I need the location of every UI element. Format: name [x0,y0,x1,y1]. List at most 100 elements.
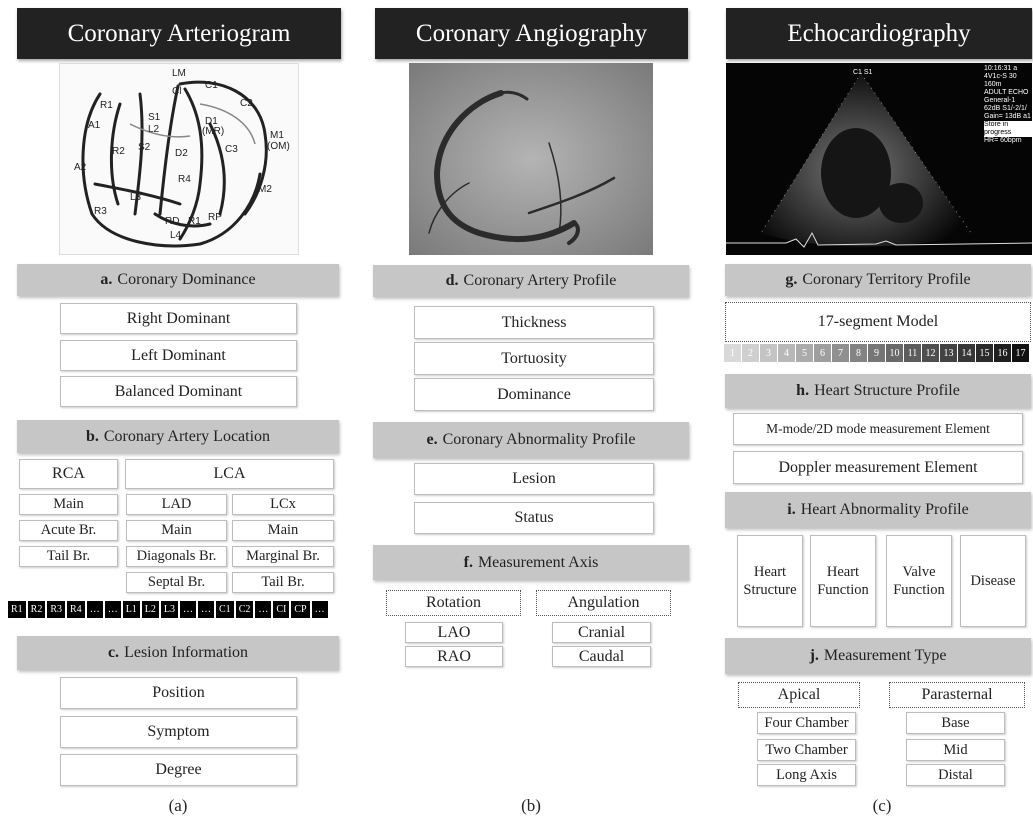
segment-label: R3 [47,601,65,618]
tortuosity-item: Tortuosity [414,342,654,375]
segment-label-strip: R1 R2 R3 R4 … … L1 L2 L3 … … C1 C2 … CI … [8,601,353,618]
diagram-label: L3 [130,192,141,203]
seventeen-segment-model: 17-segment Model [725,302,1031,342]
lao-item: LAO [405,622,503,643]
panel-c-title: Echocardiography [726,8,1032,59]
panel-a-title: Coronary Arteriogram [17,8,341,59]
right-dominant-item: Right Dominant [60,303,297,334]
segment-number-strip: 1 2 3 4 5 6 7 8 9 10 11 12 13 14 15 16 1… [724,344,1032,362]
segment-number: 14 [958,344,975,362]
rca-main-item: Main [19,494,118,515]
diagram-label: A2 [74,162,86,173]
thickness-item: Thickness [414,306,654,339]
diagram-label: C2 [240,98,253,109]
lcx-tail-item: Tail Br. [232,572,334,593]
caption-c: (c) [862,796,902,816]
segment-label: CI [273,601,289,618]
section-d-header: d.Coronary Artery Profile [373,265,689,297]
segment-number: 3 [760,344,777,362]
segment-number: 2 [742,344,759,362]
segment-label: L1 [123,601,140,618]
diagram-label: R2 [112,146,125,157]
segment-label: CP [291,601,309,618]
segment-number: 8 [850,344,867,362]
lcx-main-item: Main [232,520,334,541]
lca-label: LCA [125,459,334,489]
diagram-label: (MR) [202,126,224,137]
rca-acute-item: Acute Br. [19,520,118,541]
section-f-header: f.Measurement Axis [373,545,689,580]
diagram-label: R1 [100,100,113,111]
diagram-label: L4 [170,230,181,241]
segment-label: … [198,601,214,618]
diagram-label: D2 [175,148,188,159]
echocardiography-image: 10:16:31 a 4V1c-S 30 160m ADULT ECHO Gen… [726,63,1032,255]
segment-label: … [180,601,196,618]
lcx-label: LCx [232,494,334,515]
heart-function-item: HeartFunction [810,535,876,627]
angulation-label: Angulation [536,590,671,616]
distal-item: Distal [906,764,1005,786]
segment-label: C1 [216,601,234,618]
caption-a: (a) [158,796,198,816]
cranial-item: Cranial [552,622,651,643]
segment-label: R2 [28,601,46,618]
base-item: Base [906,712,1005,734]
section-e-header: e.Coronary Abnormality Profile [373,422,689,458]
diagram-label: C1 [205,80,218,91]
rca-tail-item: Tail Br. [19,546,118,567]
segment-label: R4 [67,601,85,618]
diagram-label: M2 [258,184,272,195]
long-axis-item: Long Axis [757,764,856,786]
position-item: Position [60,677,297,709]
status-item: Status [414,502,654,534]
caption-b: (b) [511,796,551,816]
rca-label: RCA [19,459,118,489]
segment-number: 11 [904,344,921,362]
degree-item: Degree [60,754,297,786]
section-c-header: c.Lesion Information [17,636,339,670]
parasternal-label: Parasternal [889,682,1025,708]
segment-number: 13 [940,344,957,362]
segment-number: 17 [1012,344,1029,362]
section-i-header: i.Heart Abnormality Profile [725,492,1031,528]
doppler-measurement-item: Doppler measurement Element [733,451,1023,484]
segment-number: 7 [832,344,849,362]
segment-number: 10 [886,344,903,362]
diagram-label: A1 [88,120,100,131]
segment-number: 15 [976,344,993,362]
diagram-label: Cl [172,86,181,97]
angiography-drawing [409,63,653,255]
segment-label: R1 [8,601,26,618]
four-chamber-item: Four Chamber [757,712,856,734]
segment-number: 4 [778,344,795,362]
caudal-item: Caudal [552,646,651,667]
section-a-header: a.Coronary Dominance [17,264,339,296]
segment-label: C2 [236,601,254,618]
two-chamber-item: Two Chamber [757,739,856,761]
segment-label: L3 [161,601,178,618]
lad-diagonals-item: Diagonals Br. [126,546,227,567]
diagram-label: R1 [188,216,201,227]
segment-label: … [105,601,121,618]
segment-number: 6 [814,344,831,362]
section-h-header: h.Heart Structure Profile [725,374,1031,408]
balanced-dominant-item: Balanced Dominant [60,376,297,407]
lad-main-item: Main [126,520,227,541]
symptom-item: Symptom [60,716,297,748]
angiography-image [409,63,653,255]
disease-item: Disease [960,535,1026,627]
section-b-header: b.Coronary Artery Location [17,420,339,453]
echo-label: C1 S1 [853,69,872,76]
diagram-label: R4 [178,174,191,185]
segment-number: 12 [922,344,939,362]
coronary-arteriogram-diagram: LM C1 Cl C2 R1 A1 S1 L2 D1 (MR) M1 (OM) … [59,63,299,255]
lad-label: LAD [126,494,227,515]
rao-item: RAO [405,646,503,667]
diagram-label: C3 [225,144,238,155]
diagram-label: (OM) [267,141,290,152]
segment-number: 1 [724,344,741,362]
diagram-label: R3 [94,206,107,217]
diagram-label: M1 [270,130,284,141]
